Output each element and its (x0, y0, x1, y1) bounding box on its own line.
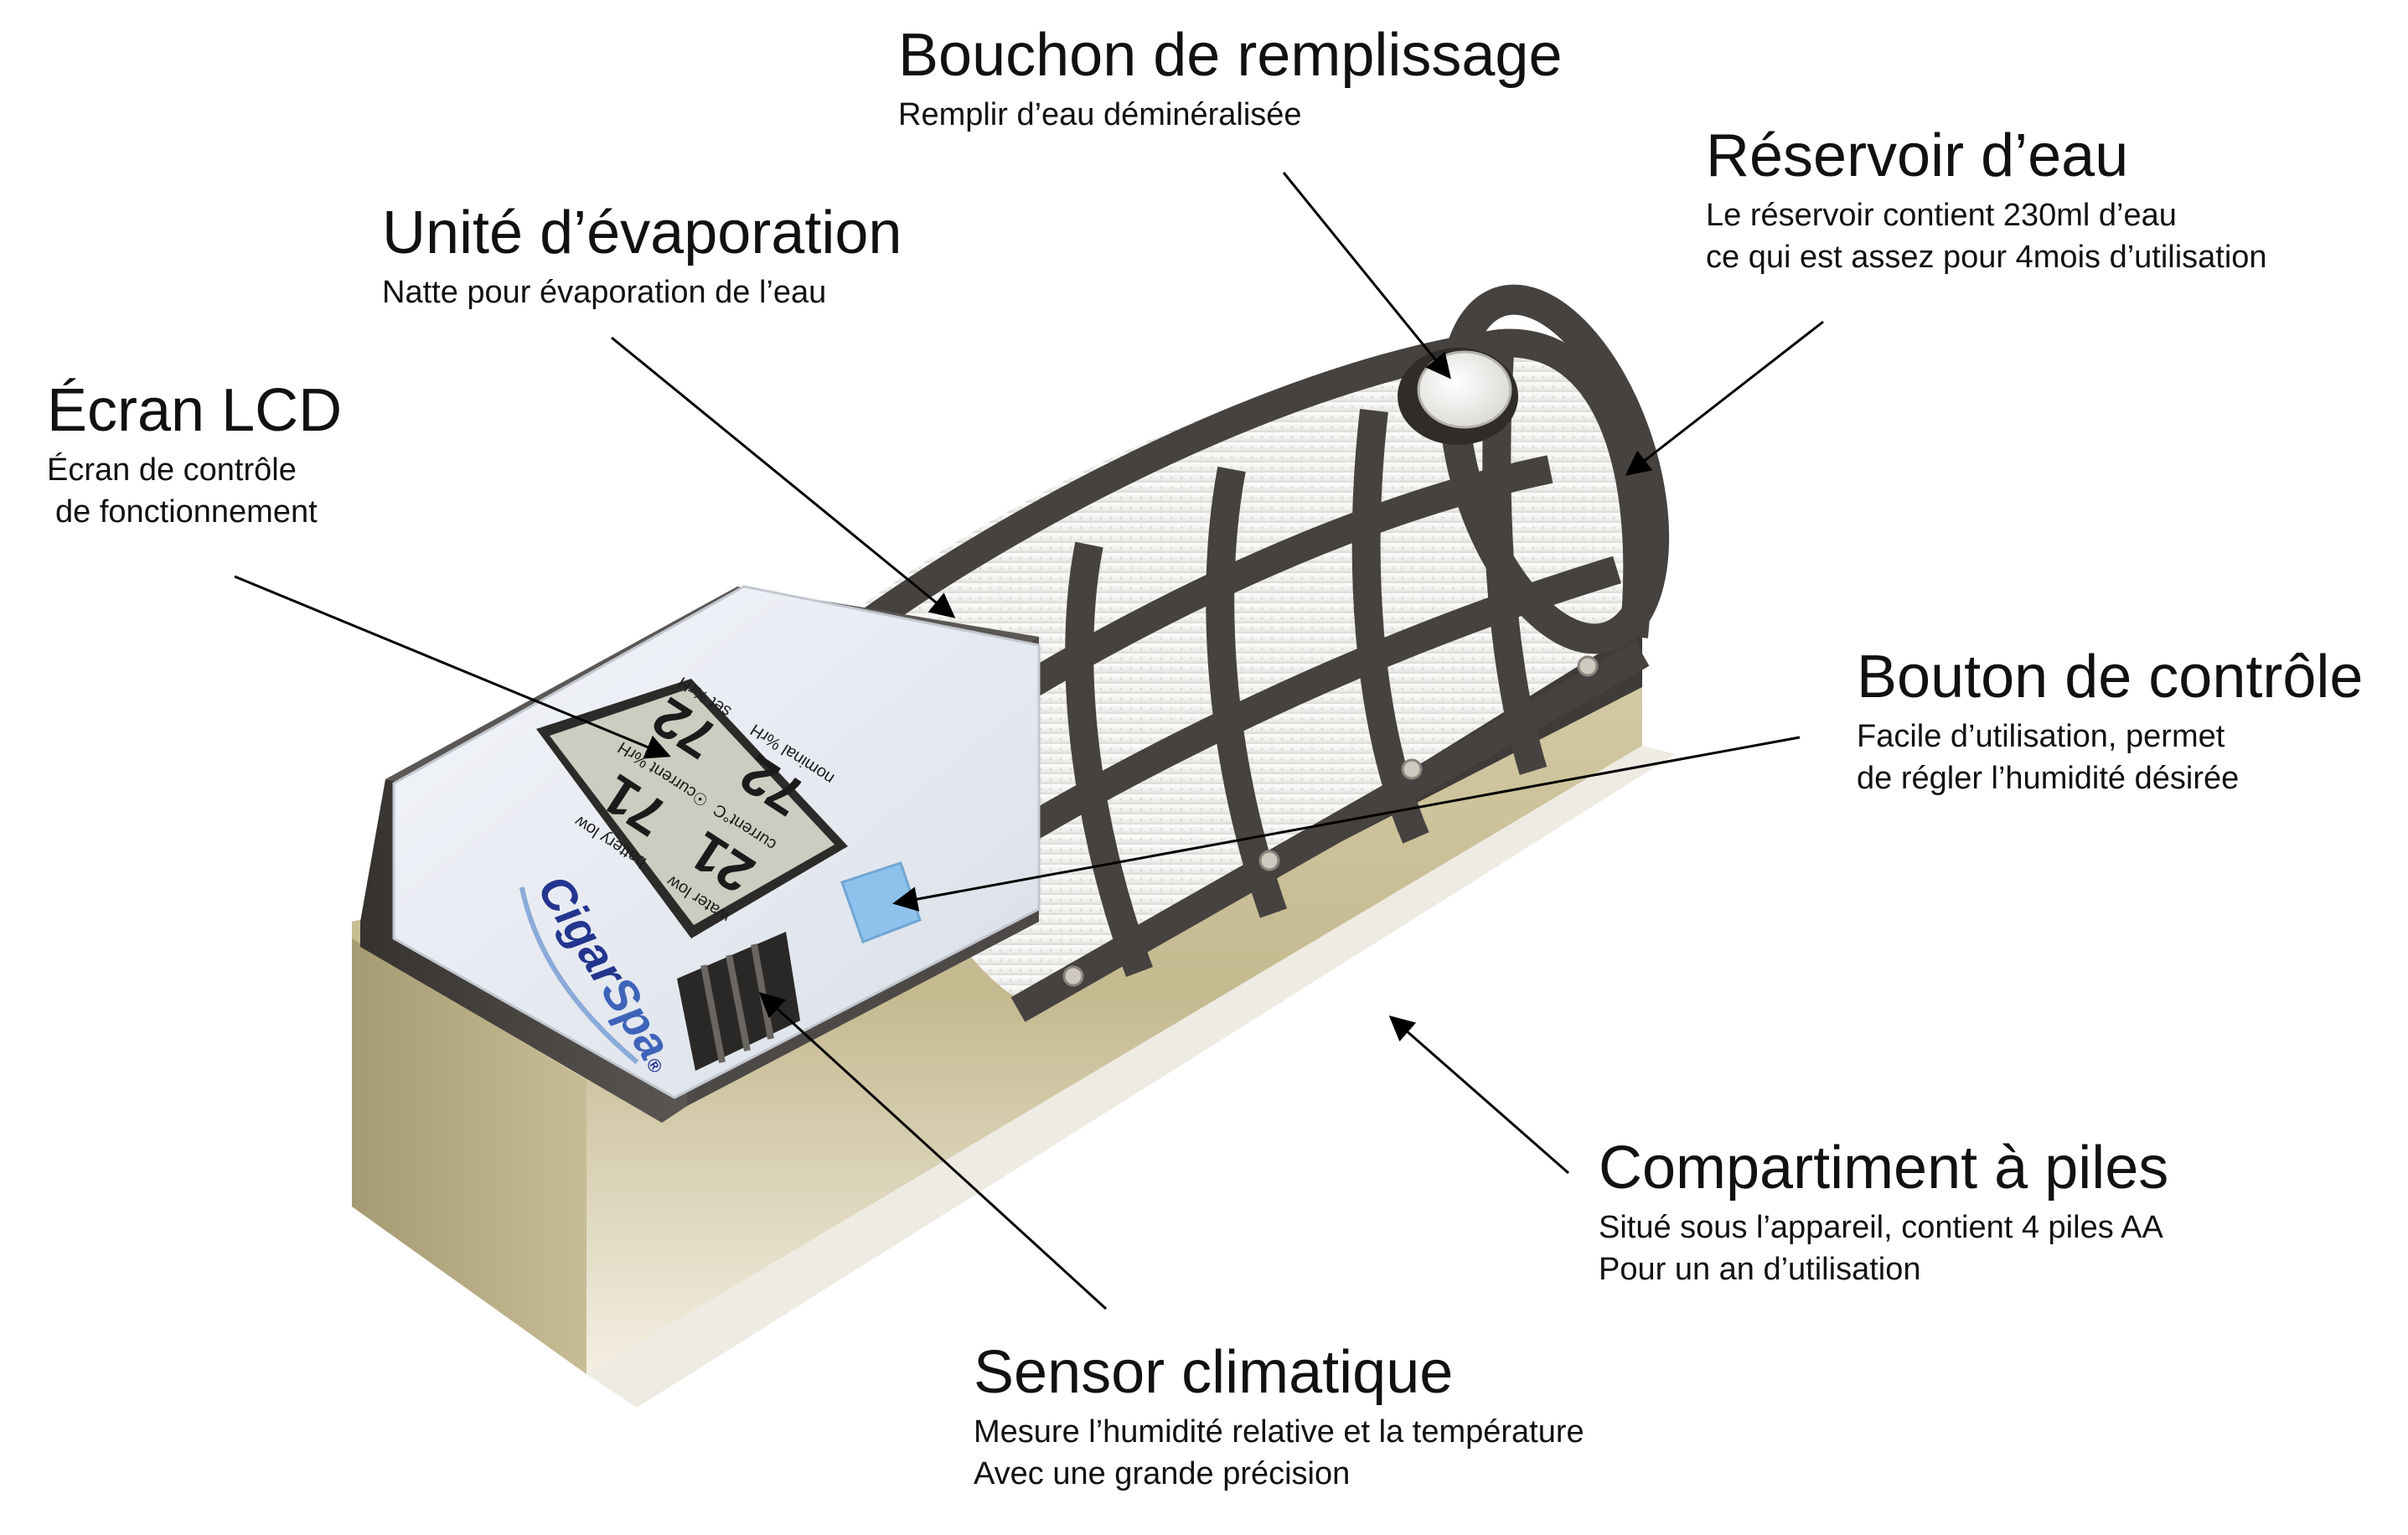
callout-bouchon-line-1: Remplir d’eau déminéralisée (898, 96, 1302, 132)
callout-reservoir-line-1: Le réservoir contient 230ml d’eau (1706, 197, 2177, 233)
leader-bouton (892, 736, 1801, 912)
callout-bouton: Bouton de contrôle Facile d’utilisation,… (1857, 643, 2364, 799)
base-shadow (586, 746, 1676, 1408)
callout-sensor: Sensor climatique Mesure l’humidité rela… (974, 1339, 1584, 1495)
callout-sensor-line-2: Avec une grande précision (974, 1455, 1351, 1491)
lcd-screen: 72 72 set %rH nominal %rH current %rH ☉ … (536, 673, 848, 938)
callout-bouton-title: Bouton de contrôle (1857, 643, 2364, 711)
callout-ecran: Écran LCD Écran de contrôle de fonctionn… (47, 377, 343, 533)
callout-bouchon-title: Bouchon de remplissage (898, 22, 1563, 89)
callout-compartiment-line-2: Pour un an d’utilisation (1599, 1251, 1921, 1287)
callout-reservoir: Réservoir d’eau Le réservoir contient 23… (1706, 122, 2267, 278)
leader-compartiment (1388, 1016, 1569, 1175)
leader-sensor (758, 991, 1108, 1310)
leader-unite (611, 336, 956, 618)
callout-unite-title: Unité d’évaporation (382, 199, 902, 266)
callout-reservoir-title: Réservoir d’eau (1706, 122, 2129, 189)
callout-sensor-line-1: Mesure l’humidité relative et la tempéra… (974, 1414, 1584, 1450)
leader-ecran (234, 575, 671, 759)
leader-lines (234, 172, 1824, 1310)
callout-unite: Unité d’évaporation Natte pour évaporati… (382, 199, 902, 313)
callout-ecran-title: Écran LCD (47, 377, 343, 444)
leader-bouchon (1282, 172, 1451, 380)
climate-sensor-vent (677, 932, 800, 1071)
callout-reservoir-line-2: ce qui est assez pour 4mois d’utilisatio… (1706, 239, 2267, 275)
leader-reservoir (1625, 320, 1824, 476)
refill-cap[interactable] (1417, 350, 1512, 429)
callout-bouchon: Bouchon de remplissage Remplir d’eau dém… (898, 23, 1563, 136)
control-button[interactable] (840, 861, 922, 943)
callout-compartiment: Compartiment à piles Situé sous l’appare… (1599, 1134, 2169, 1290)
callout-compartiment-title: Compartiment à piles (1599, 1134, 2169, 1202)
callout-bouton-line-2: de régler l’humidité désirée (1857, 760, 2240, 796)
callout-unite-line-1: Natte pour évaporation de l’eau (382, 274, 827, 310)
callout-sensor-title: Sensor climatique (974, 1339, 1454, 1406)
callout-bouton-line-1: Facile d’utilisation, permet (1857, 718, 2225, 754)
cage-end-ring (1439, 284, 1670, 654)
screws (1062, 655, 1599, 987)
callout-ecran-line-1: Écran de contrôle (47, 452, 297, 488)
device-base-front (352, 938, 586, 1374)
callout-ecran-line-2: de fonctionnement (55, 494, 318, 530)
callout-compartiment-line-1: Situé sous l’appareil, contient 4 piles … (1599, 1209, 2163, 1245)
